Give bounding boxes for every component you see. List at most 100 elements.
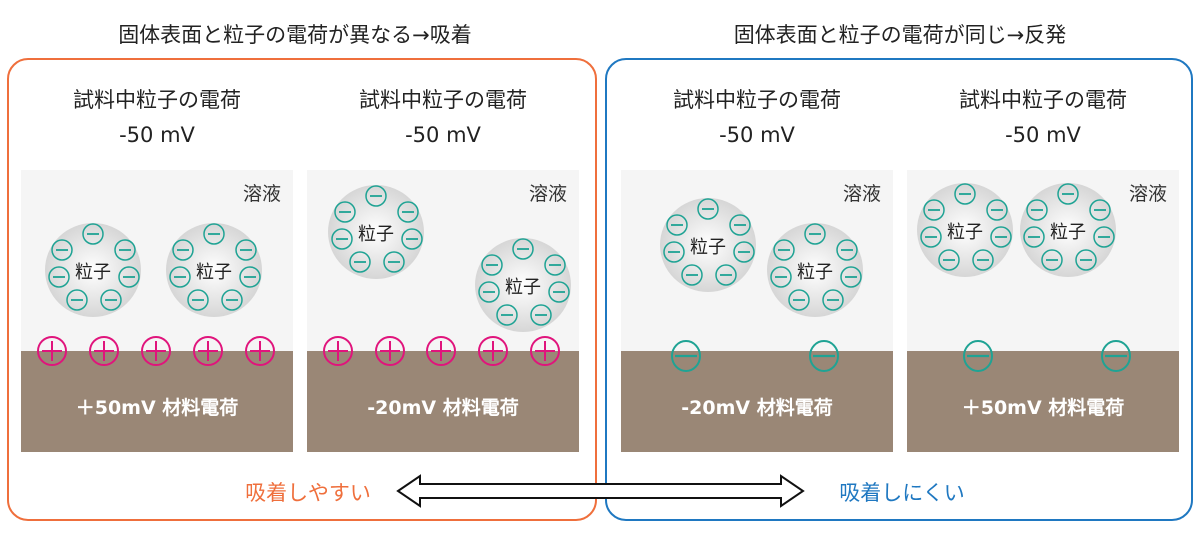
negative-charge-icon xyxy=(1041,249,1063,271)
positive-surface-charge-icon xyxy=(478,336,508,366)
panel-heading: 試料中粒子の電荷 xyxy=(359,88,527,112)
positive-surface-charge-icon xyxy=(426,336,456,366)
negative-charge-icon xyxy=(920,226,942,248)
negative-charge-icon xyxy=(530,304,552,326)
panel-1: 試料中粒子の電荷-50 mV溶液＋50mV 材料電荷粒子粒子 xyxy=(21,88,293,452)
negative-charge-icon xyxy=(235,239,257,261)
negative-charge-icon xyxy=(118,266,140,288)
particle-label: 粒子 xyxy=(947,222,983,243)
positive-surface-charge-icon xyxy=(375,336,405,366)
particle: 粒子 xyxy=(767,223,863,317)
particle: 粒子 xyxy=(328,185,424,279)
positive-surface-charge-icon xyxy=(323,336,353,366)
negative-charge-icon xyxy=(697,198,719,220)
panel-heading: 試料中粒子の電荷 xyxy=(959,88,1127,112)
positive-surface-charge-icon xyxy=(193,336,223,366)
particle-charge-value: -50 mV xyxy=(719,123,795,147)
negative-charge-icon xyxy=(804,223,826,245)
negative-charge-icon xyxy=(1075,249,1097,271)
positive-surface-charge-icon xyxy=(530,336,560,366)
negative-charge-icon xyxy=(383,251,405,273)
negative-charge-icon xyxy=(938,249,960,271)
negative-charge-icon xyxy=(187,289,209,311)
negative-surface-charge-icon xyxy=(1101,340,1131,372)
panel-4: 試料中粒子の電荷-50 mV溶液＋50mV 材料電荷粒子粒子 xyxy=(907,88,1179,452)
negative-charge-icon xyxy=(822,289,844,311)
negative-charge-icon xyxy=(986,199,1008,221)
positive-surface-charge-icon xyxy=(245,336,275,366)
negative-charge-icon xyxy=(221,289,243,311)
material-surface xyxy=(307,351,579,452)
negative-charge-icon xyxy=(770,266,792,288)
negative-charge-icon xyxy=(331,228,353,250)
negative-charge-icon xyxy=(48,266,70,288)
negative-charge-icon xyxy=(1057,183,1079,205)
material-surface xyxy=(907,351,1179,452)
material-surface xyxy=(621,351,893,452)
negative-charge-icon xyxy=(239,266,261,288)
solution-label: 溶液 xyxy=(843,183,881,205)
negative-charge-icon xyxy=(990,226,1012,248)
particle: 粒子 xyxy=(660,198,756,292)
material-charge-label: -20mV 材料電荷 xyxy=(367,396,518,419)
panel-heading: 試料中粒子の電荷 xyxy=(673,88,841,112)
material-charge-label: ＋50mV 材料電荷 xyxy=(76,396,239,419)
negative-charge-icon xyxy=(1023,226,1045,248)
negative-charge-icon xyxy=(788,289,810,311)
negative-charge-icon xyxy=(1026,199,1048,221)
negative-charge-icon xyxy=(773,239,795,261)
particle-label: 粒子 xyxy=(1050,222,1086,243)
particle: 粒子 xyxy=(45,223,141,317)
negative-charge-icon xyxy=(349,251,371,273)
negative-charge-icon xyxy=(51,239,73,261)
negative-charge-icon xyxy=(512,238,534,260)
particle: 粒子 xyxy=(475,238,571,332)
negative-charge-icon xyxy=(836,239,858,261)
particle: 粒子 xyxy=(1020,183,1116,277)
double-arrow-icon xyxy=(396,474,805,508)
material-charge-label: -20mV 材料電荷 xyxy=(681,396,832,419)
group-title-attract: 固体表面と粒子の電荷が異なる→吸着 xyxy=(118,23,472,47)
particle-label: 粒子 xyxy=(358,224,394,245)
negative-charge-icon xyxy=(972,249,994,271)
negative-charge-icon xyxy=(397,201,419,223)
negative-charge-icon xyxy=(334,201,356,223)
particle: 粒子 xyxy=(166,223,262,317)
negative-charge-icon xyxy=(82,223,104,245)
solution-label: 溶液 xyxy=(243,183,281,205)
group-frame-attract xyxy=(7,58,597,521)
result-label-easy-adsorption: 吸着しやすい xyxy=(245,481,371,505)
group-frame-repel xyxy=(605,58,1193,521)
particle: 粒子 xyxy=(917,183,1013,277)
particle-label: 粒子 xyxy=(505,277,541,298)
negative-charge-icon xyxy=(1089,199,1111,221)
panel-heading: 試料中粒子の電荷 xyxy=(73,88,241,112)
particle-charge-value: -50 mV xyxy=(119,123,195,147)
group-title-repel: 固体表面と粒子の電荷が同じ→反発 xyxy=(734,23,1067,47)
particle-charge-value: -50 mV xyxy=(405,123,481,147)
negative-charge-icon xyxy=(203,223,225,245)
negative-charge-icon xyxy=(544,254,566,276)
negative-charge-icon xyxy=(715,264,737,286)
negative-charge-icon xyxy=(496,304,518,326)
negative-charge-icon xyxy=(66,289,88,311)
negative-charge-icon xyxy=(100,289,122,311)
negative-charge-icon xyxy=(1093,226,1115,248)
positive-surface-charge-icon xyxy=(141,336,171,366)
negative-charge-icon xyxy=(172,239,194,261)
negative-charge-icon xyxy=(840,266,862,288)
negative-charge-icon xyxy=(663,241,685,263)
material-charge-label: ＋50mV 材料電荷 xyxy=(962,396,1125,419)
positive-surface-charge-icon xyxy=(89,336,119,366)
negative-charge-icon xyxy=(733,241,755,263)
negative-charge-icon xyxy=(169,266,191,288)
negative-charge-icon xyxy=(666,214,688,236)
negative-charge-icon xyxy=(729,214,751,236)
negative-charge-icon xyxy=(401,228,423,250)
particle-label: 粒子 xyxy=(75,262,111,283)
negative-charge-icon xyxy=(114,239,136,261)
negative-charge-icon xyxy=(923,199,945,221)
negative-surface-charge-icon xyxy=(671,340,701,372)
